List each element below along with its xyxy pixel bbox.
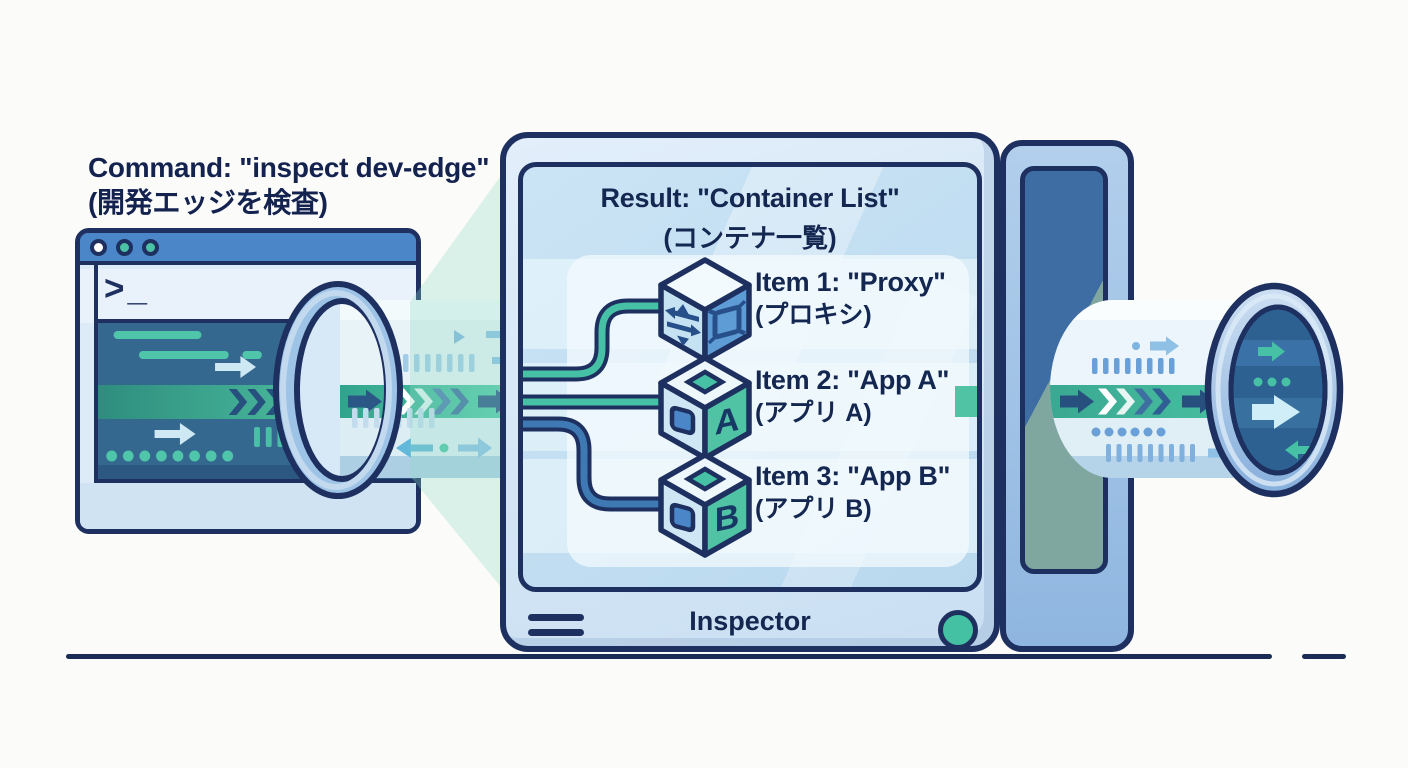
item-title: Item 1: "Proxy" — [755, 267, 946, 297]
window-control-dot-icon — [142, 238, 159, 256]
menu-icon — [528, 614, 584, 621]
list-item: Item 2: "App A" (アプリ A) — [755, 364, 970, 430]
window-control-dot-icon — [116, 238, 133, 256]
end-cap-flow-arrows — [1252, 341, 1312, 460]
list-item: Item 1: "Proxy" (プロキシ) — [755, 266, 970, 332]
pipe-collar-icon — [272, 281, 404, 499]
list-item: Item 3: "App B" (アプリ B) — [755, 460, 970, 526]
square-icon — [669, 405, 696, 436]
inspector-device-label: Inspector — [689, 606, 811, 636]
square-icon — [669, 502, 696, 533]
app-b-cube-icon: B — [661, 455, 749, 555]
proxy-cube-icon — [661, 260, 749, 360]
terminal-titlebar — [80, 233, 416, 265]
terminal-prompt-icon: >_ — [104, 269, 150, 308]
power-indicator — [938, 610, 978, 650]
crop-square-icon — [707, 299, 747, 345]
item-subtitle: (アプリ B) — [755, 495, 872, 523]
item-title: Item 2: "App A" — [755, 365, 950, 395]
diamond-icon — [683, 466, 727, 492]
command-label: Command: "inspect dev-edge" (開発エッジを検査) — [88, 150, 528, 220]
ground-line — [66, 654, 1272, 659]
item-subtitle: (プロキシ) — [755, 301, 872, 329]
inspector-screen: Result: "Container List" (コンテナ一覧) — [518, 162, 982, 592]
swap-arrows-icon — [665, 304, 701, 347]
cube-letter: A — [715, 400, 740, 443]
app-a-cube-icon: A — [661, 358, 749, 458]
item-subtitle: (アプリ A) — [755, 399, 872, 427]
container-wiring-diagram: A B — [523, 162, 982, 592]
command-label-line1: Command: "inspect dev-edge" — [88, 152, 490, 183]
window-control-dot-icon — [90, 238, 107, 256]
data-band-fragment — [955, 386, 977, 417]
cube-letter: B — [715, 497, 740, 540]
pipe-end-collar-icon — [1204, 282, 1344, 498]
terminal-window: >_ — [75, 228, 421, 534]
command-label-line2: (開発エッジを検査) — [88, 187, 328, 218]
menu-icon — [528, 629, 584, 636]
item-title: Item 3: "App B" — [755, 461, 951, 491]
result-subtitle: (コンテナ一覧) — [663, 223, 837, 253]
terminal-gutter-divider — [94, 265, 98, 529]
inspector-device: Result: "Container List" (コンテナ一覧) — [500, 132, 1000, 652]
result-title: Result: "Container List" — [600, 183, 900, 213]
ground-line-dash — [1302, 654, 1346, 659]
diamond-icon — [683, 369, 727, 395]
